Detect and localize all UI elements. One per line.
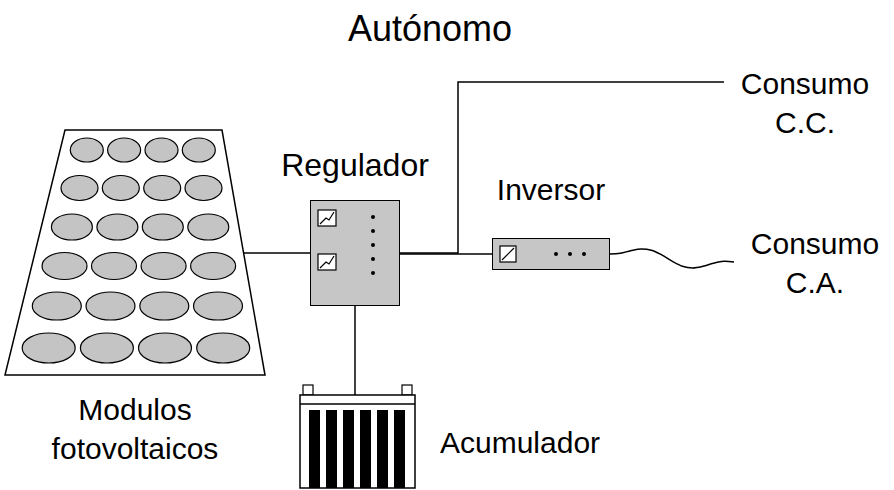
wire (244, 252, 310, 254)
battery-terminal (303, 385, 313, 395)
cell (139, 333, 192, 363)
cell (92, 253, 137, 280)
dot (568, 252, 572, 256)
battery-plates (309, 410, 405, 488)
cell (194, 292, 243, 320)
plate (394, 410, 405, 488)
panel-frame (5, 130, 265, 375)
cell (197, 333, 250, 363)
node-label: Consumo C.C. (730, 62, 880, 144)
cell (108, 138, 141, 162)
cell (70, 138, 103, 162)
cell (61, 176, 98, 201)
meter-icon (318, 254, 336, 270)
meter-icon (318, 210, 336, 226)
battery-case (300, 395, 415, 488)
indicator-dots (371, 215, 375, 275)
cell (144, 176, 181, 201)
plate (377, 410, 388, 488)
node-label: Consumo C.A. (740, 222, 890, 304)
ac-cable (610, 249, 734, 268)
regulator-fill (310, 200, 400, 306)
dot (582, 252, 586, 256)
cell (80, 333, 133, 363)
load-node: Consumo C.A. (740, 222, 890, 304)
inverter-body (492, 238, 610, 270)
meter-needle (320, 256, 334, 268)
plate (360, 410, 371, 488)
cell (140, 292, 189, 320)
cell (142, 214, 183, 240)
panel-cells (22, 138, 250, 363)
dot (371, 271, 375, 275)
dot (371, 243, 375, 247)
battery (300, 385, 415, 488)
plate (343, 410, 354, 488)
cell (182, 138, 215, 162)
cell (32, 292, 81, 320)
cell (188, 214, 229, 240)
battery-node: Acumulador (300, 385, 415, 488)
cell (102, 176, 139, 201)
inverter-icon-line (502, 248, 514, 260)
cell (22, 333, 75, 363)
inverter-fill (492, 238, 610, 270)
battery-terminal (402, 385, 412, 395)
cell (51, 214, 92, 240)
plate (309, 410, 320, 488)
dot (554, 252, 558, 256)
cell (97, 214, 138, 240)
dot (371, 215, 375, 219)
cell (191, 253, 236, 280)
load-node: Consumo C.C. (730, 62, 880, 144)
cell (145, 138, 178, 162)
inverter-icon (500, 246, 516, 262)
solar-panel-node: Modulos fotovoltaicos (5, 130, 265, 375)
diagram-title: Autónomo (348, 8, 512, 50)
wire (354, 306, 356, 395)
meter-needle (320, 212, 334, 224)
solar-panel (5, 130, 265, 375)
node-label: Modulos fotovoltaicos (25, 390, 245, 468)
node-label: Inversor (497, 170, 605, 209)
regulator-body (310, 200, 400, 306)
wire (400, 82, 724, 253)
cell (141, 253, 186, 280)
regulator-box: Regulador (310, 200, 400, 306)
dot (371, 257, 375, 261)
dot (371, 229, 375, 233)
battery-lid (300, 403, 415, 405)
node-label: Acumulador (440, 423, 600, 462)
cell (86, 292, 135, 320)
node-label: Regulador (281, 145, 429, 187)
cell (42, 253, 87, 280)
plate (326, 410, 337, 488)
inverter-box: Inversor (492, 238, 610, 270)
cell (185, 176, 222, 201)
